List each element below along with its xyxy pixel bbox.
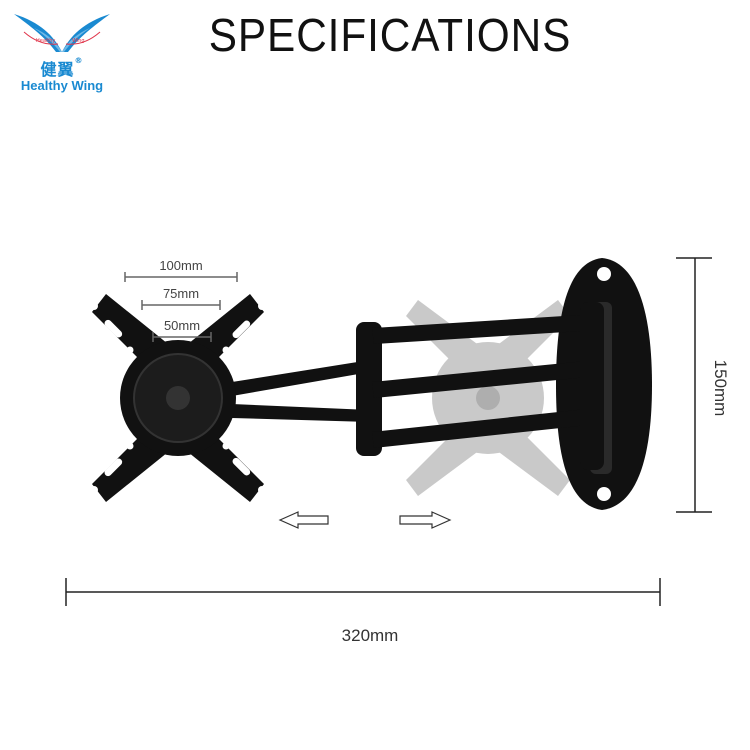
vesa-plate (90, 294, 266, 502)
vesa-75-label: 75mm (162, 286, 200, 301)
logo-english-name: Healthy Wing (20, 78, 104, 93)
logo-arc-right: Wing (72, 38, 85, 44)
vesa-measures (124, 272, 238, 342)
brand-logo: Healthy Wing 健翼® Healthy Wing (10, 6, 114, 96)
logo-arc-left: Healthy (36, 38, 55, 44)
vesa-50-label: 50mm (163, 318, 201, 333)
registered-mark: ® (74, 56, 84, 65)
height-label: 150mm (711, 359, 730, 417)
swing-arm (232, 302, 604, 470)
vesa-100-label: 100mm (159, 258, 203, 273)
width-label: 320mm (341, 626, 399, 645)
page-title: SPECIFICATIONS (208, 9, 572, 61)
wing-icon: Healthy Wing (14, 14, 110, 52)
right-arrow-icon (399, 511, 452, 529)
logo-chinese-name: 健翼® (40, 56, 84, 79)
left-arrow-icon (278, 511, 329, 529)
